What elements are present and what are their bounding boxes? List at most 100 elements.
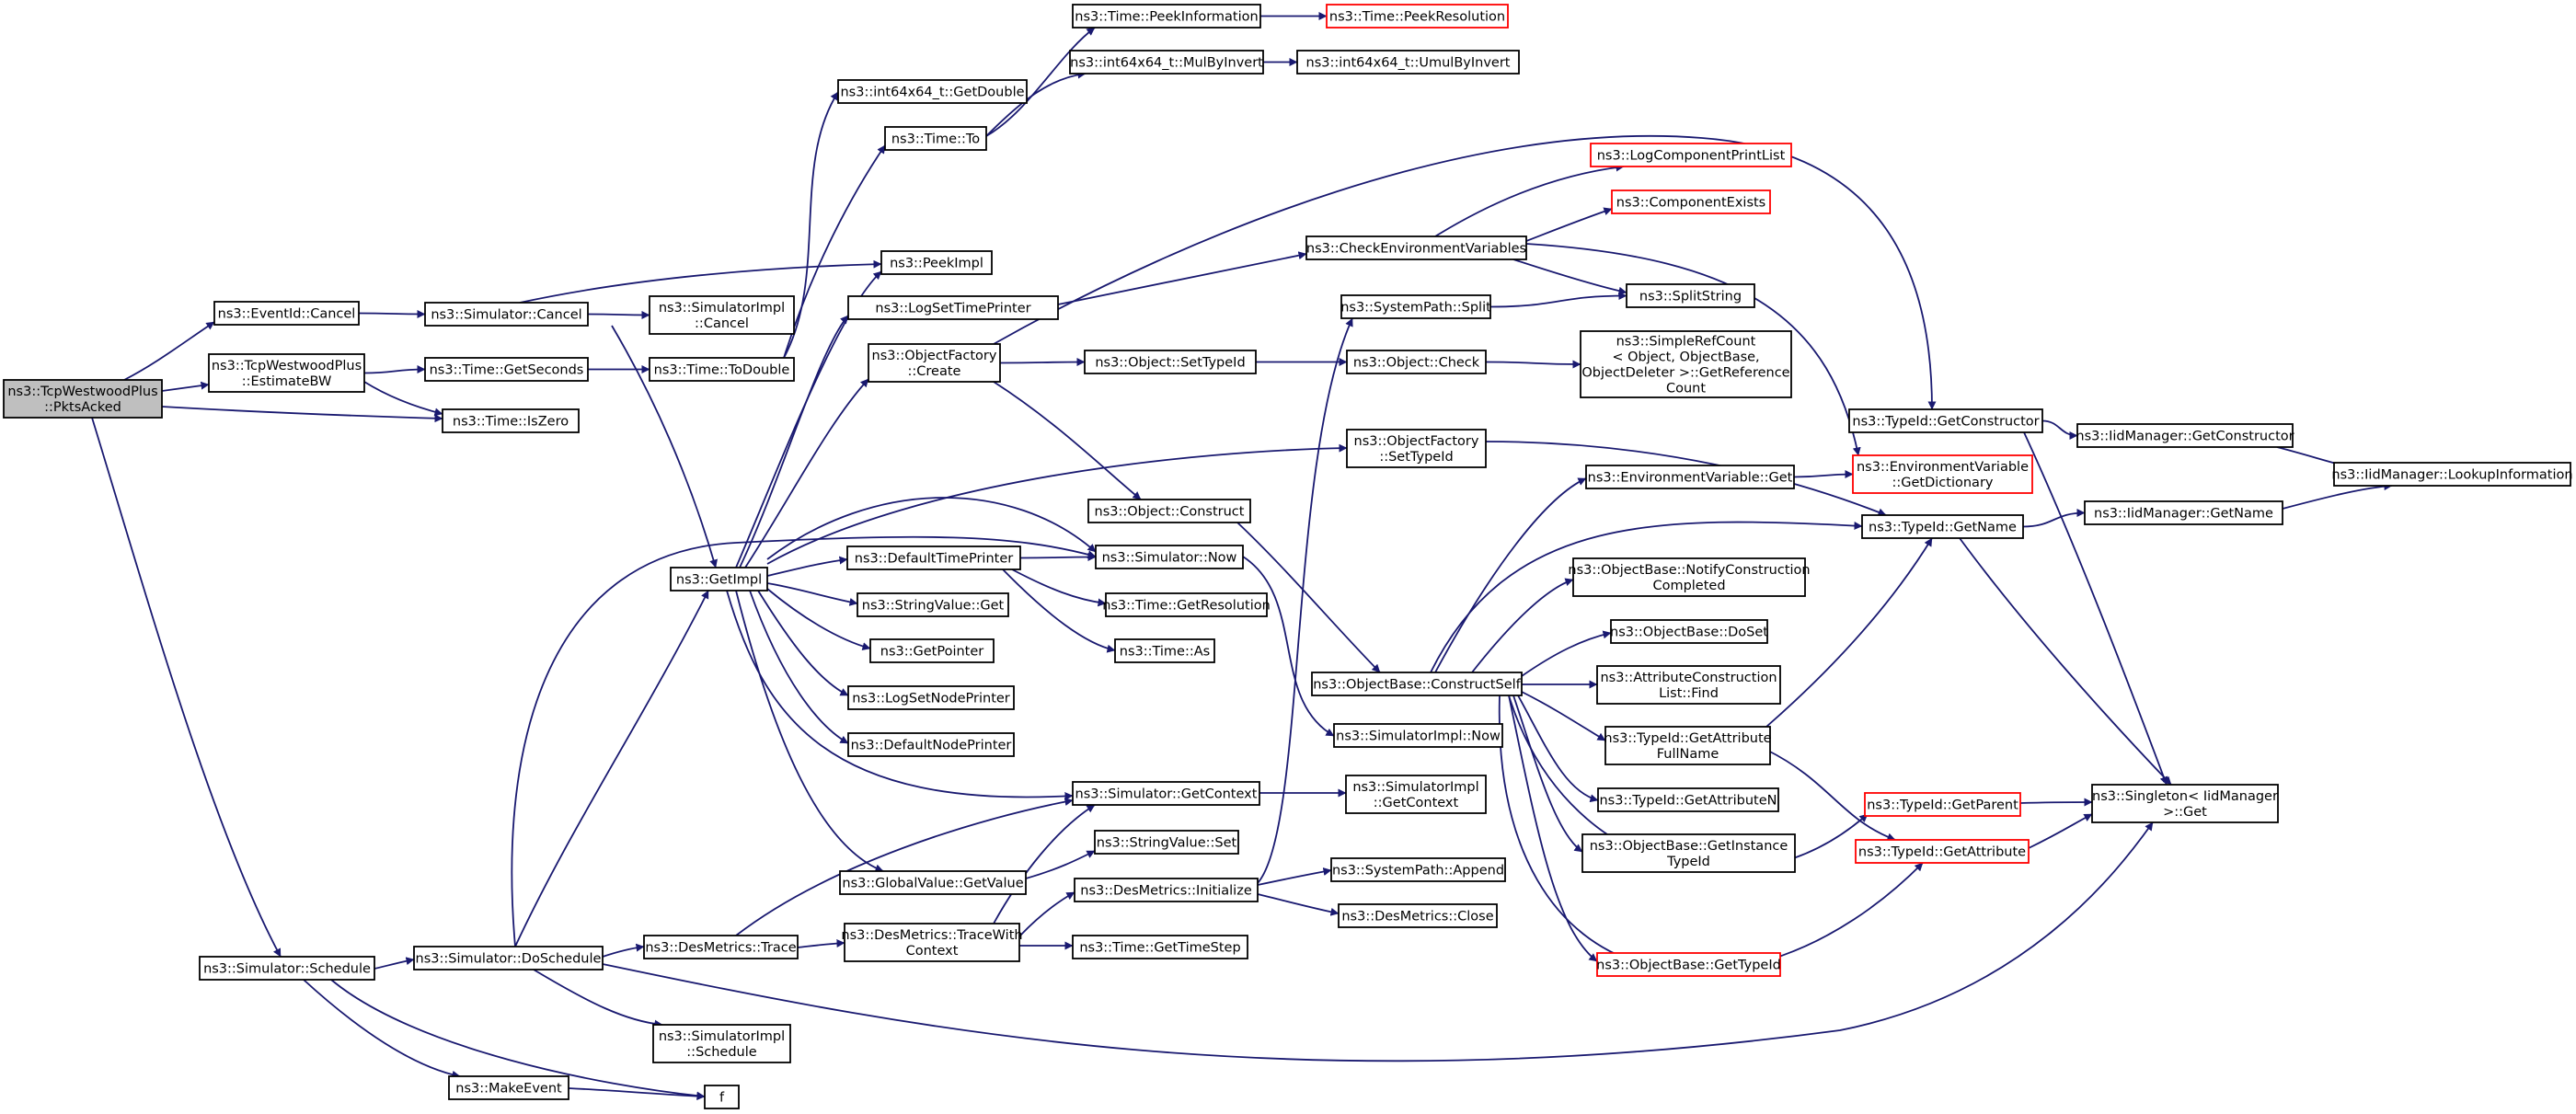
node-logsetnodeprinter[interactable]: ns3::LogSetNodePrinter <box>847 685 1015 710</box>
node-time-todouble[interactable]: ns3::Time::ToDouble <box>649 357 795 382</box>
node-getimpl[interactable]: ns3::GetImpl <box>670 567 768 591</box>
call-edge-typeid_getattribute-to-singleton_get <box>2028 813 2093 849</box>
node-sim-schedule[interactable]: ns3::Simulator::Schedule <box>199 956 375 981</box>
node-sim-doschedule[interactable]: ns3::Simulator::DoSchedule <box>413 946 604 970</box>
node-label: ns3::Time::GetTimeStep <box>1079 941 1240 956</box>
call-edge-desmetrics_tracewithcontext-to-sim_getcontext <box>993 804 1096 925</box>
node-iidmgr-lookupinfo[interactable]: ns3::IidManager::LookupInformation <box>2331 462 2573 487</box>
node-label: ns3::SimulatorImpl <box>1352 780 1478 795</box>
node-sim-cancel[interactable]: ns3::Simulator::Cancel <box>424 302 589 327</box>
node-logcompprintlist[interactable]: ns3::LogComponentPrintList <box>1590 143 1792 167</box>
node-compexists[interactable]: ns3::ComponentExists <box>1611 189 1771 214</box>
node-objbase-gettypeid[interactable]: ns3::ObjectBase::GetTypeId <box>1596 952 1781 977</box>
node-object-construct[interactable]: ns3::Object::Construct <box>1087 499 1251 523</box>
node-time-gettimestep[interactable]: ns3::Time::GetTimeStep <box>1072 935 1248 959</box>
node-label: ns3::DesMetrics::Close <box>1341 910 1493 925</box>
node-label: ns3::Simulator::Now <box>1102 551 1237 566</box>
node-time-getseconds[interactable]: ns3::Time::GetSeconds <box>424 357 589 382</box>
call-edge-estimatebw-to-time_iszero <box>363 381 443 417</box>
node-sim-getcontext[interactable]: ns3::Simulator::GetContext <box>1072 781 1260 806</box>
node-box <box>1305 235 1527 260</box>
call-edge-eventid_cancel-to-sim_cancel <box>358 309 426 318</box>
node-label: ns3::PeekImpl <box>890 257 983 271</box>
node-eventid-cancel[interactable]: ns3::EventId::Cancel <box>213 301 360 326</box>
node-syspath-split[interactable]: ns3::SystemPath::Split <box>1340 294 1491 319</box>
node-time-to[interactable]: ns3::Time::To <box>884 126 987 151</box>
node-envvar-get[interactable]: ns3::EnvironmentVariable::Get <box>1585 465 1795 489</box>
node-label: ns3::StringValue::Set <box>1097 836 1237 851</box>
node-objbase-notify[interactable]: ns3::ObjectBase::NotifyConstructionCompl… <box>1568 557 1811 597</box>
node-stringvalue-set[interactable]: ns3::StringValue::Set <box>1094 830 1239 855</box>
call-edge-makeevent-to-f <box>568 1087 706 1101</box>
node-desmetrics-trace[interactable]: ns3::DesMetrics::Trace <box>643 935 799 959</box>
node-defaulttimeprinter[interactable]: ns3::DefaultTimePrinter <box>846 546 1021 570</box>
node-box <box>1296 50 1520 75</box>
node-time-iszero[interactable]: ns3::Time::IsZero <box>442 408 580 433</box>
node-box <box>1864 792 2021 817</box>
node-simimpl-cancel[interactable]: ns3::SimulatorImpl::Cancel <box>649 295 795 335</box>
node-getpointer[interactable]: ns3::GetPointer <box>869 638 995 663</box>
node-singleton-get[interactable]: ns3::Singleton< IidManager>::Get <box>2091 784 2279 823</box>
node-typeid-getparent[interactable]: ns3::TypeId::GetParent <box>1864 792 2021 817</box>
node-time-peekinfo[interactable]: ns3::Time::PeekInformation <box>1072 4 1261 29</box>
node-int64-mulbyinvert[interactable]: ns3::int64x64_t::MulByInvert <box>1069 50 1264 75</box>
node-estimatebw[interactable]: ns3::TcpWestwoodPlus::EstimateBW <box>208 353 365 393</box>
node-time-as[interactable]: ns3::Time::As <box>1114 638 1215 663</box>
node-pktsacked[interactable]: ns3::TcpWestwoodPlus::PktsAcked <box>3 379 163 419</box>
node-label: ns3::ObjectFactory <box>1354 434 1479 449</box>
node-desmetrics-initialize[interactable]: ns3::DesMetrics::Initialize <box>1074 878 1259 902</box>
node-desmetrics-close[interactable]: ns3::DesMetrics::Close <box>1338 903 1498 928</box>
node-label: Completed <box>1652 579 1725 593</box>
node-stringvalue-get[interactable]: ns3::StringValue::Get <box>857 592 1009 617</box>
node-label: f <box>719 1091 725 1106</box>
node-defaultnodeprinter[interactable]: ns3::DefaultNodePrinter <box>847 732 1015 757</box>
node-box <box>1340 294 1491 319</box>
node-label: ns3::Object::Construct <box>1095 505 1245 520</box>
node-box <box>652 1024 791 1063</box>
node-int64-getdouble[interactable]: ns3::int64x64_t::GetDouble <box>837 79 1028 104</box>
node-simimpl-getcontext[interactable]: ns3::SimulatorImpl::GetContext <box>1345 775 1487 814</box>
node-time-peekres[interactable]: ns3::Time::PeekResolution <box>1326 4 1509 29</box>
node-logsettimeprinter[interactable]: ns3::LogSetTimePrinter <box>847 295 1059 320</box>
node-object-settypeid[interactable]: ns3::Object::SetTypeId <box>1084 350 1257 374</box>
node-time-getresolution[interactable]: ns3::Time::GetResolution <box>1102 592 1271 617</box>
node-simplerefcount[interactable]: ns3::SimpleRefCount< Object, ObjectBase,… <box>1580 330 1792 398</box>
node-typeid-getname[interactable]: ns3::TypeId::GetName <box>1861 514 2024 539</box>
node-envvar-getdict[interactable]: ns3::EnvironmentVariable::GetDictionary <box>1852 454 2033 494</box>
node-simimpl-now[interactable]: ns3::SimulatorImpl::Now <box>1333 723 1503 748</box>
node-syspath-append[interactable]: ns3::SystemPath::Append <box>1330 857 1506 882</box>
node-box <box>1585 465 1795 489</box>
node-typeid-getattribute[interactable]: ns3::TypeId::GetAttribute <box>1855 839 2030 864</box>
node-globalvalue-getvalue[interactable]: ns3::GlobalValue::GetValue <box>839 870 1027 895</box>
node-objfactory-create[interactable]: ns3::ObjectFactory::Create <box>868 343 1001 383</box>
node-box <box>413 946 604 970</box>
call-edge-sim_schedule-to-sim_doschedule <box>374 957 415 970</box>
node-simimpl-schedule[interactable]: ns3::SimulatorImpl::Schedule <box>652 1024 791 1063</box>
node-typeid-getconstructor[interactable]: ns3::TypeId::GetConstructor <box>1848 408 2043 433</box>
node-box <box>3 379 163 419</box>
node-f[interactable]: f <box>704 1085 740 1109</box>
node-iidmgr-getname[interactable]: ns3::IidManager::GetName <box>2084 500 2283 525</box>
node-label: ns3::TypeId::GetName <box>1869 521 2017 535</box>
node-label: ns3::ObjectBase::NotifyConstruction <box>1568 563 1810 578</box>
node-sim-now[interactable]: ns3::Simulator::Now <box>1095 545 1244 569</box>
node-objbase-constructself[interactable]: ns3::ObjectBase::ConstructSelf <box>1311 672 1523 696</box>
call-edge-objbase_constructself-to-objbase_doset <box>1521 630 1612 677</box>
node-int64-umulbyinvert[interactable]: ns3::int64x64_t::UmulByInvert <box>1296 50 1520 75</box>
node-peekimpl[interactable]: ns3::PeekImpl <box>880 250 993 275</box>
node-objbase-doset[interactable]: ns3::ObjectBase::DoSet <box>1610 619 1768 644</box>
node-typeid-getattrn[interactable]: ns3::TypeId::GetAttributeN <box>1597 787 1779 812</box>
node-object-check[interactable]: ns3::Object::Check <box>1346 350 1487 374</box>
call-edge-sim_doschedule-to-getimpl <box>514 590 709 947</box>
node-objfactory-settypeid[interactable]: ns3::ObjectFactory::SetTypeId <box>1346 429 1487 468</box>
node-checkenvvars[interactable]: ns3::CheckEnvironmentVariables <box>1305 235 1527 260</box>
call-edge-objbase_constructself-to-objbase_gettypeid <box>1508 695 1598 962</box>
node-makeevent[interactable]: ns3::MakeEvent <box>448 1075 569 1100</box>
node-iidmgr-getconstructor[interactable]: ns3::IidManager::GetConstructor <box>2076 423 2294 448</box>
node-box <box>448 1075 569 1100</box>
node-splitstring[interactable]: ns3::SplitString <box>1626 283 1755 308</box>
